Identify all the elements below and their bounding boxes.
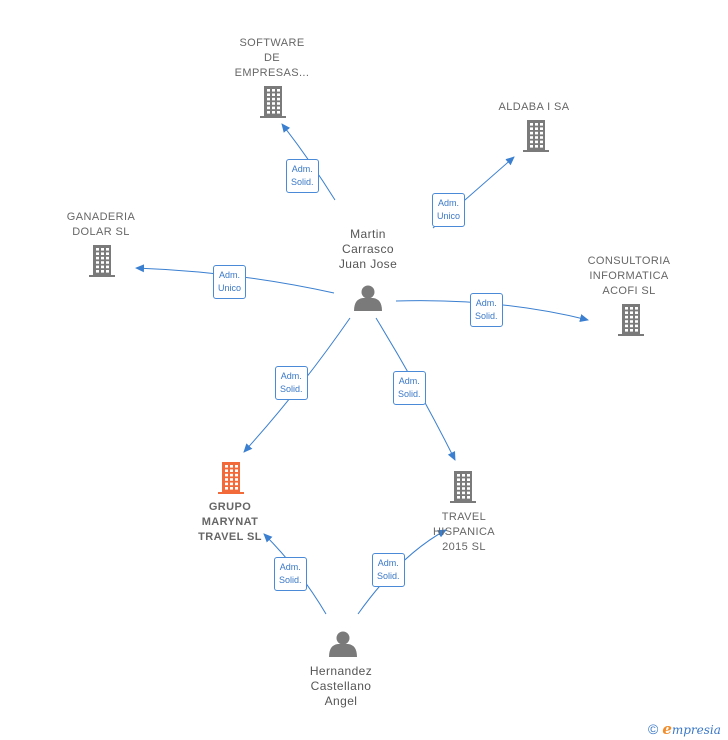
- copyright-symbol: ©: [648, 721, 659, 737]
- edge-label-martin-software: Adm. Solid.: [286, 159, 319, 193]
- node-label-grupo[interactable]: GRUPO MARYNAT TRAVEL SL: [198, 501, 262, 543]
- node-label-travel[interactable]: TRAVEL HISPANICA 2015 SL: [432, 511, 496, 553]
- building-icon-travel[interactable]: [450, 471, 476, 503]
- node-label-hernandez[interactable]: Hernandez Castellano Angel: [309, 664, 373, 708]
- building-icon-consultoria[interactable]: [618, 304, 644, 336]
- node-label-ganaderia[interactable]: GANADERIA DOLAR SL: [66, 211, 136, 238]
- edge-label-martin-aldaba: Adm. Unico: [432, 193, 466, 227]
- edge-label-martin-consultoria: Adm. Solid.: [470, 293, 503, 327]
- node-label-aldaba[interactable]: ALDABA I SA: [498, 101, 570, 113]
- building-icon-software[interactable]: [260, 86, 286, 118]
- building-icon-grupo[interactable]: [218, 462, 244, 494]
- person-icon-martin[interactable]: [354, 285, 382, 312]
- node-label-martin[interactable]: Martin Carrasco Juan Jose: [338, 227, 398, 271]
- edge-label-martin-grupo: Adm. Solid.: [275, 366, 308, 400]
- building-icon-aldaba[interactable]: [523, 120, 549, 152]
- node-label-software[interactable]: SOFTWARE DE EMPRESAS...: [234, 37, 310, 79]
- person-icon-hernandez[interactable]: [329, 631, 357, 658]
- footer-brand: © empresia: [648, 718, 721, 740]
- brand-logo: empresia: [662, 719, 721, 738]
- edge-label-hernandez-travel: Adm. Solid.: [372, 553, 405, 587]
- edge-label-hernandez-grupo: Adm. Solid.: [274, 557, 307, 591]
- node-label-consultoria[interactable]: CONSULTORIA INFORMATICA ACOFI SL: [587, 255, 671, 297]
- building-icon-ganaderia[interactable]: [89, 245, 115, 277]
- edge-label-martin-ganaderia: Adm. Unico: [213, 265, 247, 299]
- edge-label-martin-travel: Adm. Solid.: [393, 371, 426, 405]
